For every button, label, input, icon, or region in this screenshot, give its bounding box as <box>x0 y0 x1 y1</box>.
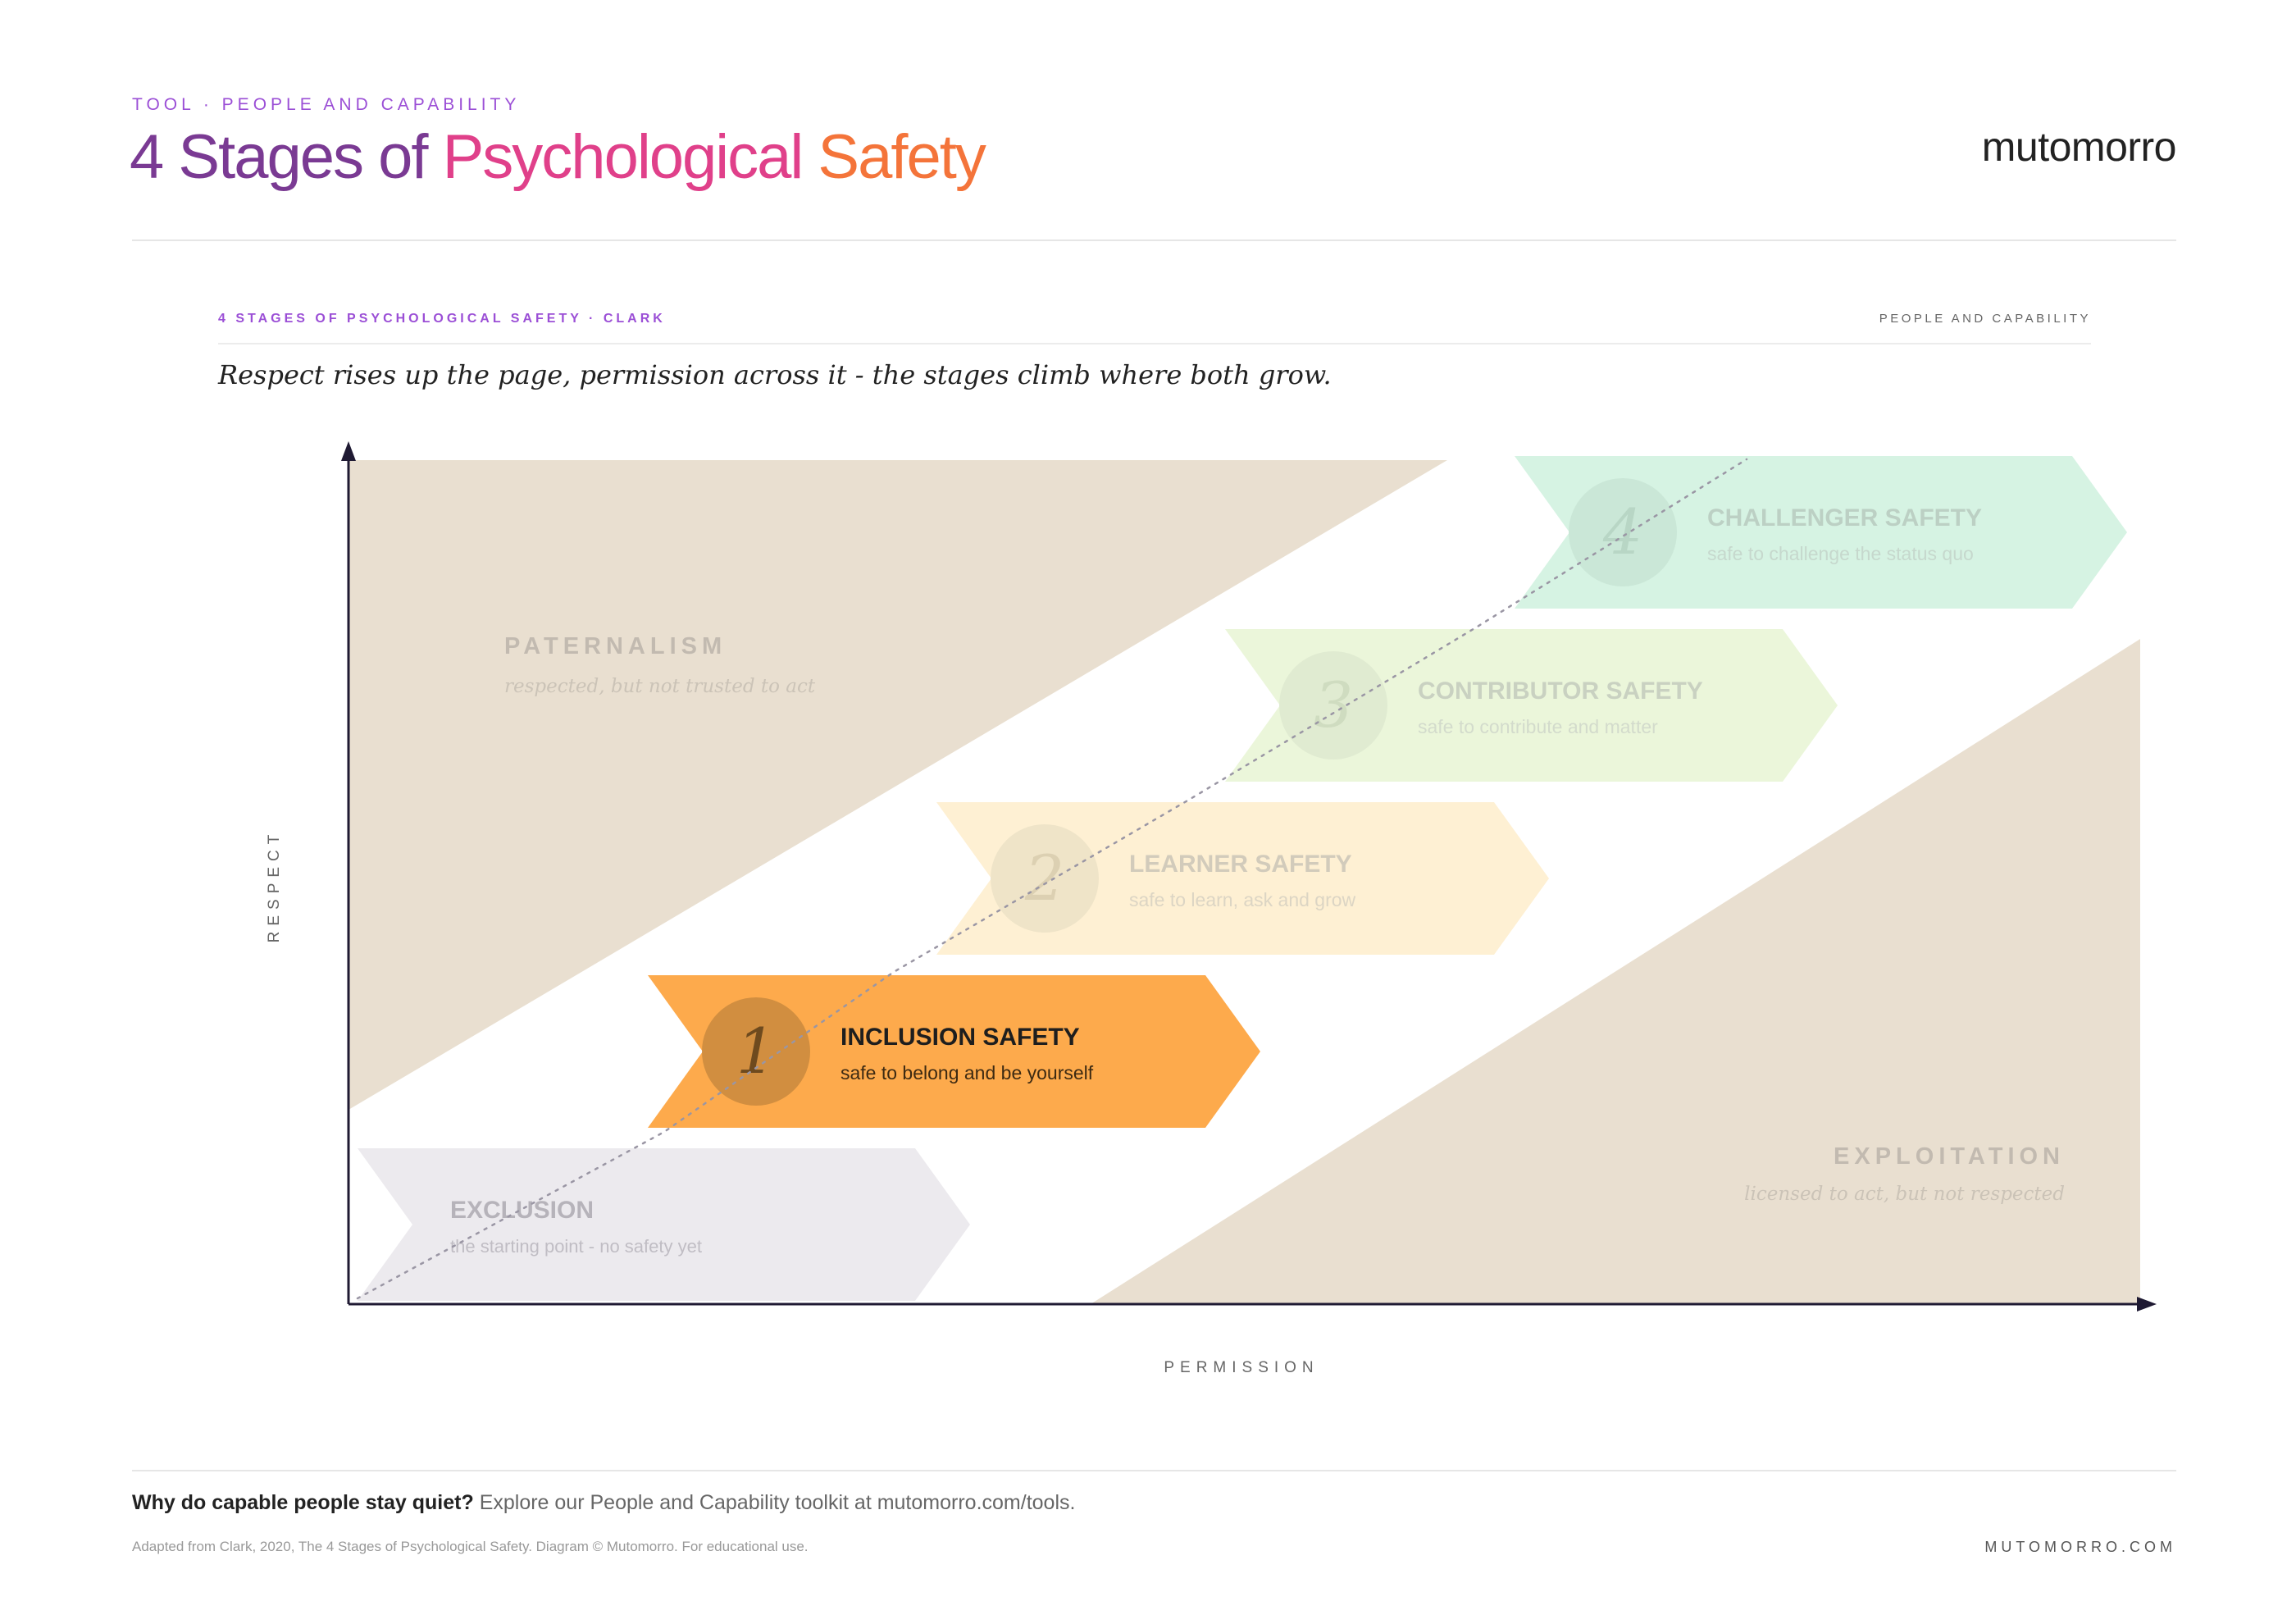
card-label: 4 STAGES OF PSYCHOLOGICAL SAFETY · CLARK <box>218 312 666 326</box>
exclusion-title: EXCLUSION <box>450 1197 594 1224</box>
stage-2-desc: safe to learn, ask and grow <box>1129 889 1356 910</box>
page-title: 4 Stages of Psychological Safety <box>130 122 986 192</box>
paternalism-label: PATERNALISM <box>504 633 727 659</box>
title-part-1: 4 Stages of <box>130 122 443 192</box>
stage-1-number: 1 <box>736 1015 776 1088</box>
progression-path <box>356 458 1748 1300</box>
footer-cta: Why do capable people stay quiet? Explor… <box>132 1491 1075 1515</box>
y-axis-arrow <box>341 441 356 461</box>
title-part-3: Safety <box>818 122 986 192</box>
footer-text[interactable]: Explore our People and Capability toolki… <box>473 1491 1076 1514</box>
stage-2[interactable]: 2 LEARNER SAFETY safe to learn, ask and … <box>936 802 1549 955</box>
exclusion-shape <box>358 1148 970 1301</box>
stage-4-number: 4 <box>1602 495 1642 568</box>
stage-4-title: CHALLENGER SAFETY <box>1707 504 1982 531</box>
title-part-2: Psychological <box>442 122 818 192</box>
stage-4-shape <box>1515 456 2127 609</box>
stage-1-desc: safe to belong and be yourself <box>840 1062 1094 1083</box>
exploitation-zone <box>1091 639 2140 1304</box>
stage-4[interactable]: 4 CHALLENGER SAFETY safe to challenge th… <box>1515 456 2127 609</box>
stage-3-desc: safe to contribute and matter <box>1418 716 1658 737</box>
stage-1-badge <box>702 997 810 1106</box>
footer-question: Why do capable people stay quiet? <box>132 1491 474 1514</box>
footer-credit: Adapted from Clark, 2020, The 4 Stages o… <box>132 1539 809 1554</box>
card-divider <box>218 343 2091 344</box>
y-axis-label: RESPECT <box>266 829 283 943</box>
exploitation-desc: licensed to act, but not respected <box>1744 1184 2065 1205</box>
stage-1-shape <box>648 975 1260 1128</box>
footer-site-link[interactable]: MUTOMORRO.COM <box>1984 1539 2176 1555</box>
stage-1[interactable]: 1 INCLUSION SAFETY safe to belong and be… <box>648 975 1260 1128</box>
stage-1-title: INCLUSION SAFETY <box>840 1024 1080 1051</box>
exclusion-desc: the starting point - no safety yet <box>450 1236 702 1257</box>
stage-4-desc: safe to challenge the status quo <box>1707 543 1974 564</box>
x-axis-arrow <box>2137 1297 2157 1312</box>
stage-2-shape <box>936 802 1549 955</box>
stage-2-title: LEARNER SAFETY <box>1129 851 1352 878</box>
logo[interactable]: mutomorro <box>1981 124 2177 170</box>
card-label-right: PEOPLE AND CAPABILITY <box>1879 312 2091 326</box>
stage-3-title: CONTRIBUTOR SAFETY <box>1418 677 1703 705</box>
stage-3-badge <box>1279 651 1387 760</box>
stage-2-number: 2 <box>1024 842 1064 915</box>
paternalism-desc: respected, but not trusted to act <box>504 676 816 697</box>
footer-divider <box>132 1470 2176 1471</box>
x-axis-label: PERMISSION <box>1164 1359 1319 1376</box>
header-divider <box>132 239 2176 241</box>
stage-2-badge <box>991 824 1099 933</box>
stage-3[interactable]: 3 CONTRIBUTOR SAFETY safe to contribute … <box>1225 629 1838 782</box>
eyebrow: TOOL · PEOPLE AND CAPABILITY <box>132 95 521 114</box>
exploitation-label: EXPLOITATION <box>1834 1143 2065 1170</box>
stage-3-shape <box>1225 629 1838 782</box>
card-subtitle: Respect rises up the page, permission ac… <box>218 359 1332 390</box>
paternalism-zone <box>348 460 1447 1110</box>
stage-4-badge <box>1569 478 1677 586</box>
